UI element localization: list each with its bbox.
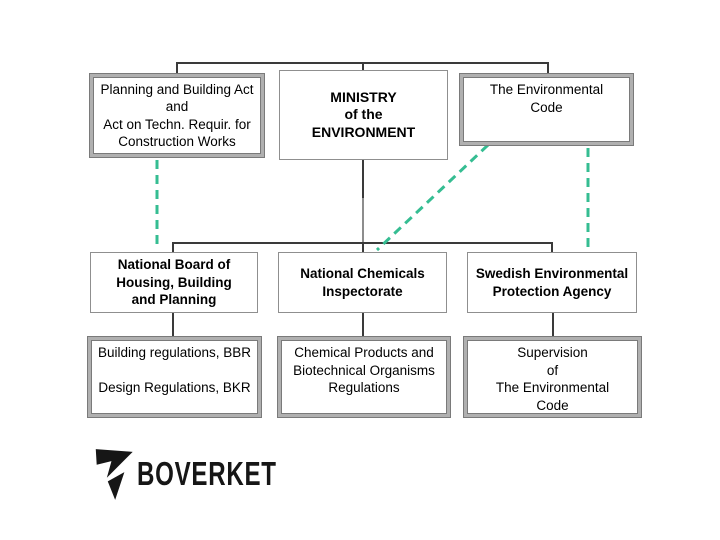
box-chemical-products-regulations: Chemical Products and Biotechnical Organ… <box>277 336 451 418</box>
planning-building-act-label: Planning and Building Act and Act on Tec… <box>100 81 254 150</box>
boverket-wordmark: BOVERKET <box>137 455 277 492</box>
box-planning-building-act: Planning and Building Act and Act on Tec… <box>89 73 265 158</box>
environmental-code-label: The Environmental Code <box>489 82 604 115</box>
box-swedish-epa: Swedish Environmental Protection Agency <box>467 252 637 313</box>
national-board-label: National Board of Housing, Building and … <box>116 257 232 308</box>
lightning-bolt-icon <box>95 449 133 500</box>
chemical-products-label: Chemical Products and Biotechnical Organ… <box>293 345 435 395</box>
box-national-chemicals-inspectorate: National Chemicals Inspectorate <box>278 252 447 313</box>
swedish-epa-label: Swedish Environmental Protection Agency <box>475 266 629 299</box>
box-national-board-housing: National Board of Housing, Building and … <box>90 252 258 313</box>
chemicals-inspectorate-label: National Chemicals Inspectorate <box>300 266 425 299</box>
supervision-label: Supervision of The Environmental Code <box>495 345 610 413</box>
box-ministry-of-environment: MINISTRY of the ENVIRONMENT <box>279 70 448 160</box>
connector-middle-tree <box>172 242 553 252</box>
dashed-env-code-to-cheminsp <box>375 143 490 252</box>
box-supervision-env-code: Supervision of The Environmental Code <box>463 336 642 418</box>
box-building-regulations: Building regulations, BBR Design Regulat… <box>87 336 262 418</box>
box-environmental-code: The Environmental Code <box>459 73 634 146</box>
building-regulations-label: Building regulations, BBR Design Regulat… <box>97 345 252 395</box>
boverket-logo: BOVERKET <box>93 444 328 504</box>
ministry-label: MINISTRY of the ENVIRONMENT <box>311 88 416 140</box>
